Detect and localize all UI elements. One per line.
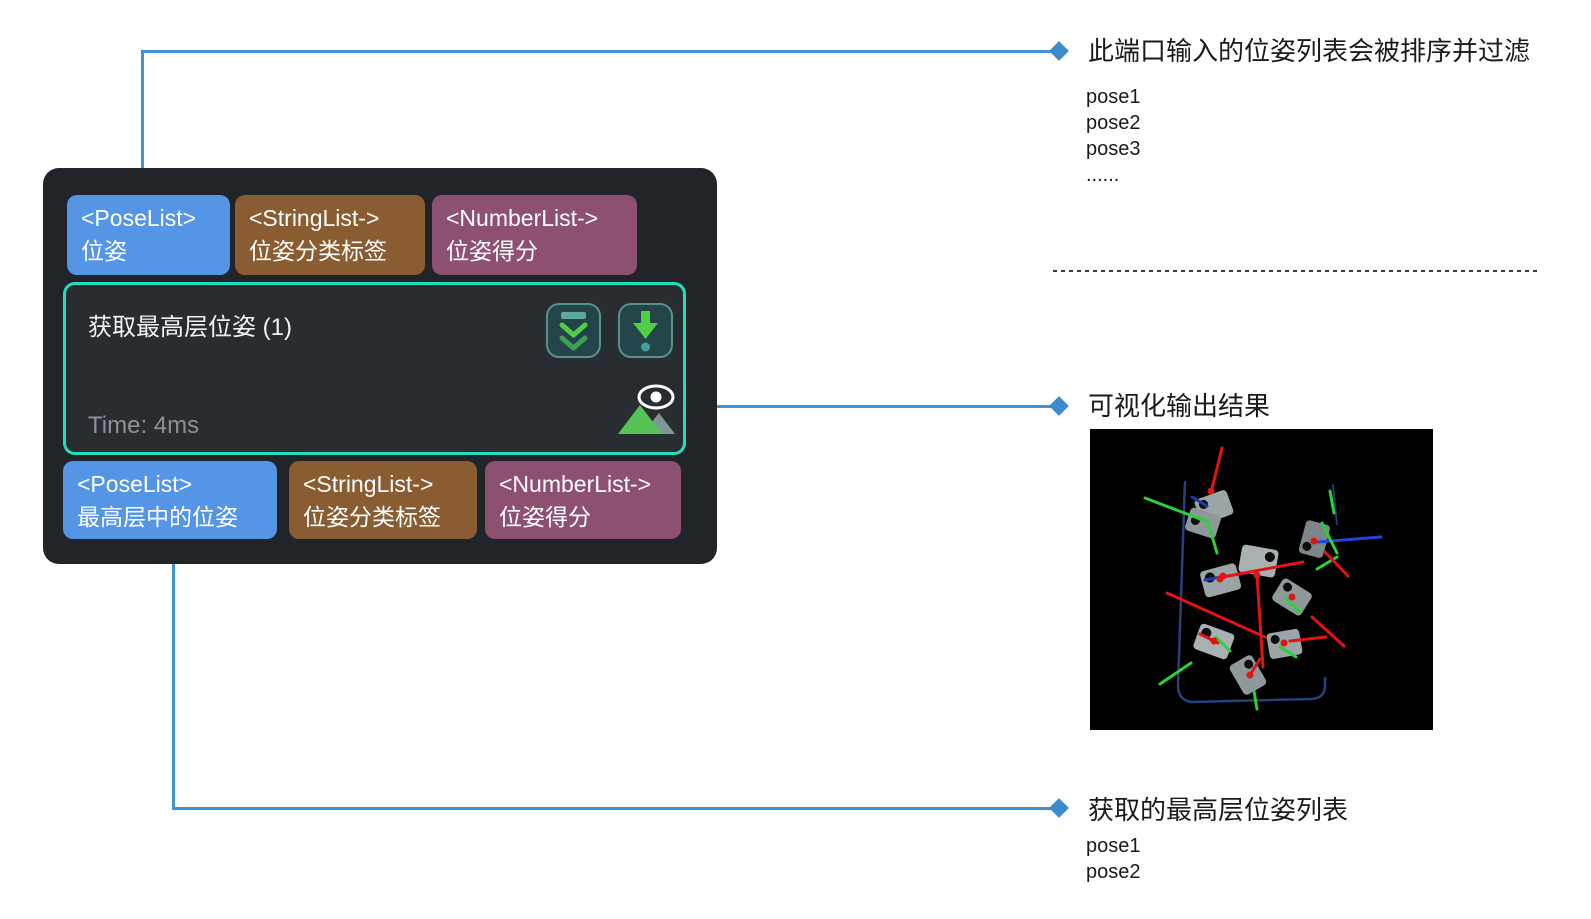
output-port-numberlist[interactable]: <NumberList-> 位姿得分 [485, 461, 681, 539]
port-name-label: 位姿分类标签 [303, 504, 441, 530]
callout-line-middle-horizontal [677, 405, 1053, 408]
run-to-this-node-button[interactable] [618, 303, 673, 358]
port-type-label: <NumberList-> [499, 471, 652, 497]
double-chevron-down-icon [559, 311, 588, 350]
port-type-label: <StringList-> [249, 205, 380, 231]
callout-line-top-vertical [141, 50, 144, 197]
callout-line-top-horizontal [141, 50, 1053, 53]
port-name-label: 位姿分类标签 [249, 238, 387, 264]
port-type-label: <StringList-> [303, 471, 434, 497]
annotation-top-pose-list: pose1 pose2 pose3 ...... [1086, 84, 1141, 188]
execution-time-label: Time: 4ms [88, 412, 200, 439]
pose-origin-dots [1207, 487, 1318, 679]
pose-list-item: ...... [1086, 164, 1120, 186]
callout-diamond-middle-end [1049, 396, 1069, 416]
pose-list-item: pose2 [1086, 861, 1141, 883]
annotation-top-heading: 此端口输入的位姿列表会被排序并过滤 [1088, 36, 1531, 66]
pose-visualization-image [1090, 429, 1433, 730]
input-port-stringlist[interactable]: <StringList-> 位姿分类标签 [235, 195, 425, 275]
port-name-label: 最高层中的位姿 [77, 504, 238, 530]
pose-list-item: pose1 [1086, 86, 1141, 108]
output-port-stringlist[interactable]: <StringList-> 位姿分类标签 [289, 461, 477, 539]
pose-list-item: pose3 [1086, 138, 1141, 160]
node-title: 获取最高层位姿 (1) [88, 314, 292, 341]
port-name-label: 位姿得分 [446, 238, 538, 264]
arrow-down-exclamation-icon [633, 310, 658, 351]
eye-pupil [650, 391, 662, 403]
eye-over-mountains-icon [618, 384, 675, 434]
input-port-poselist[interactable]: <PoseList> 位姿 [67, 195, 230, 275]
port-type-label: <PoseList> [81, 205, 197, 231]
pose-list-item: pose2 [1086, 112, 1141, 134]
annotation-bottom-pose-list: pose1 pose2 [1086, 833, 1141, 885]
callout-line-bottom-horizontal [172, 807, 1053, 810]
output-port-poselist[interactable]: <PoseList> 最高层中的位姿 [63, 461, 277, 539]
step-node[interactable]: <PoseList> 位姿 <StringList-> 位姿分类标签 <Numb… [43, 168, 717, 564]
callout-diamond-top-end [1049, 41, 1069, 61]
callout-diamond-bottom-end [1049, 798, 1069, 818]
port-name-label: 位姿 [81, 238, 127, 264]
input-port-numberlist[interactable]: <NumberList-> 位姿得分 [432, 195, 637, 275]
collapse-node-button[interactable] [546, 303, 601, 358]
port-type-label: <NumberList-> [446, 205, 599, 231]
bin-right-wall [1332, 483, 1338, 526]
workpieces [1185, 490, 1331, 695]
dotted-separator [1053, 270, 1540, 272]
front-mountain-icon [618, 405, 662, 434]
visualization-toggle[interactable] [618, 384, 676, 436]
pose-axes [1143, 446, 1383, 711]
annotation-bottom-heading: 获取的最高层位姿列表 [1088, 795, 1349, 825]
pose-list-item: pose1 [1086, 835, 1141, 857]
callout-line-bottom-vertical [172, 539, 175, 810]
bin-outline [1176, 480, 1327, 704]
node-body[interactable]: 获取最高层位姿 (1) [63, 282, 686, 455]
port-type-label: <PoseList> [77, 471, 193, 497]
port-name-label: 位姿得分 [499, 504, 591, 530]
annotation-middle-heading: 可视化输出结果 [1088, 391, 1271, 421]
